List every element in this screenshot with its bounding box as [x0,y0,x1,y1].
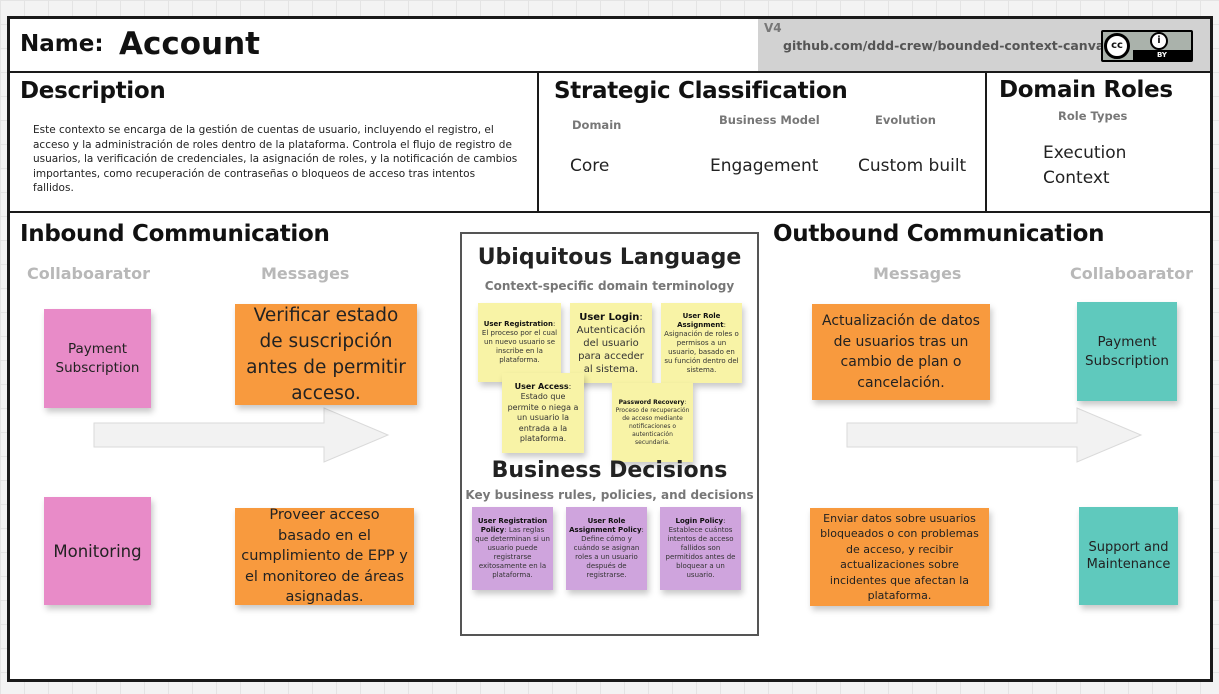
outbound-message-1[interactable]: Actualización de datos de usuarios tras … [812,304,990,400]
ubiquitous-subtitle: Context-specific domain terminology [484,279,735,293]
term-name: User Access [514,381,569,391]
decision-login-policy[interactable]: Login Policy: Establece cuántos intentos… [660,507,741,590]
inbound-collaborator-label: Collaboarator [27,264,150,283]
outbound-message-2[interactable]: Enviar datos sobre usuarios bloqueados o… [810,508,989,606]
term-name: User Role Assignment [677,311,724,329]
ubiquitous-title: Ubiquitous Language [477,245,742,270]
role-line-1: Execution [1043,143,1127,163]
person-icon: i [1150,32,1168,50]
term-name: User Registration [483,320,553,328]
term-name: User Login [579,311,640,323]
divider-strategic [985,72,987,212]
term-definition: El proceso por el cual un nuevo usuario … [481,329,558,364]
decision-name: Login Policy [675,517,724,525]
divider-description [537,72,539,212]
term-password-recovery[interactable]: Password Recovery: Proceso de recuperaci… [612,383,693,462]
inbound-collaborator-payment[interactable]: Payment Subscription [44,309,151,408]
evolution-value: Custom built [858,156,967,176]
outbound-messages-label: Messages [873,264,962,283]
cc-by-label: BY [1133,50,1191,60]
decision-user-registration-policy[interactable]: User Registration Policy: Las reglas que… [472,507,553,590]
inbound-collaborator-monitoring[interactable]: Monitoring [44,497,151,605]
inbound-messages-label: Messages [261,264,350,283]
context-name: Account [119,26,260,62]
role-types-label: Role Types [1058,109,1128,123]
domain-value: Core [570,156,610,176]
term-user-role-assignment[interactable]: User Role Assignment: Asignación de role… [661,303,742,383]
outbound-collaborator-support[interactable]: Support and Maintenance [1079,507,1178,605]
decision-definition: Define cómo y cuándo se asignan roles a … [573,535,640,579]
decision-definition: Las reglas que determinan si un usuario … [475,526,550,579]
decision-definition: Establece cuántos intentos de acceso fal… [665,526,736,579]
decision-name: User Role Assignment Policy [569,517,642,534]
term-user-login[interactable]: User Login: Autenticación del usuario pa… [570,303,652,383]
term-definition: Autenticación del usuario para acceder a… [576,324,646,375]
description-text: Este contexto se encarga de la gestión d… [33,124,518,195]
business-model-value: Engagement [710,156,819,176]
strategic-title: Strategic Classification [554,78,848,104]
version-label: V4 [764,21,782,35]
outbound-collaborator-payment[interactable]: Payment Subscription [1077,302,1177,401]
divider-top-sections [9,211,1211,213]
outbound-collaborator-label: Collaboarator [1070,264,1193,283]
business-decisions-subtitle: Key business rules, policies, and decisi… [465,488,754,502]
domain-roles-title: Domain Roles [999,77,1173,103]
term-user-access[interactable]: User Access: Estado que permite o niega … [502,373,584,453]
decision-user-role-assignment-policy[interactable]: User Role Assignment Policy: Define cómo… [566,507,647,590]
inbound-arrow-icon [93,407,390,463]
cc-icon: cc [1104,33,1130,59]
term-definition: Asignación de roles o permisos a un usua… [664,329,739,374]
evolution-label: Evolution [875,113,936,127]
term-definition: Proceso de recuperación de acceso median… [615,406,690,446]
inbound-title: Inbound Communication [20,221,330,247]
outbound-title: Outbound Communication [773,221,1105,247]
inbound-message-1[interactable]: Verificar estado de suscripción antes de… [235,304,417,405]
description-title: Description [20,78,166,104]
divider-header [9,71,1211,73]
name-label: Name: [20,31,104,57]
inbound-message-2[interactable]: Proveer acceso basado en el cumplimiento… [235,507,414,605]
decision-name: User Registration Policy [477,517,548,534]
outbound-arrow-icon [846,407,1143,463]
business-model-label: Business Model [719,113,820,127]
term-user-registration[interactable]: User Registration: El proceso por el cua… [478,303,561,382]
term-definition: Estado que permite o niega a un usuario … [507,392,579,443]
domain-label: Domain [572,118,622,132]
business-decisions-title: Business Decisions [491,458,728,483]
github-link[interactable]: github.com/ddd-crew/bounded-context-canv… [783,38,1112,53]
term-name: Password Recovery [618,398,685,406]
role-line-2: Context [1043,168,1110,188]
